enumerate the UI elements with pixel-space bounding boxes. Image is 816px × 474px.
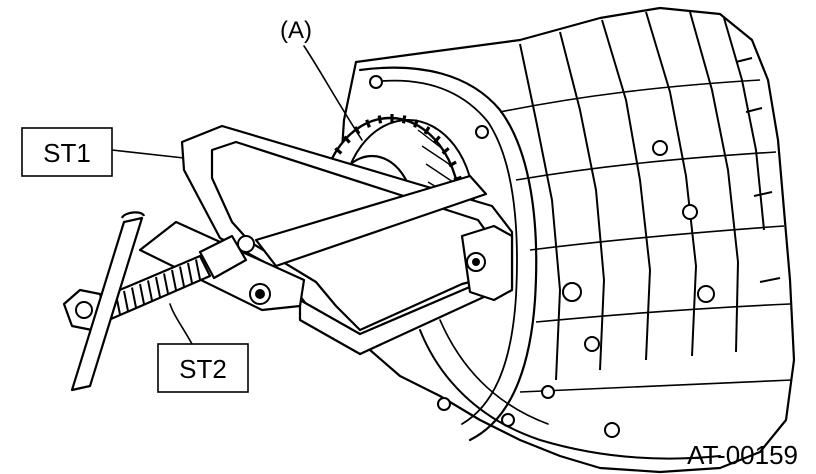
- transmission-case: [338, 6, 796, 474]
- gear-tooth: [365, 119, 371, 128]
- gear-tooth: [441, 147, 450, 155]
- puller-frame-st1: [180, 124, 514, 356]
- screw-thread: [171, 269, 177, 291]
- screw-thread: [163, 273, 169, 294]
- label-st2: ST2: [179, 354, 227, 384]
- label-st1: ST1: [43, 138, 91, 168]
- gear-tooth: [343, 135, 351, 144]
- screw-thread: [179, 266, 185, 287]
- gear-tooth: [334, 147, 343, 155]
- gear-tooth: [413, 119, 419, 128]
- puller-screw-st2: [62, 211, 306, 392]
- gear-tooth: [433, 135, 441, 144]
- screw-thread: [147, 280, 153, 301]
- gear-tooth: [423, 126, 431, 135]
- gear-tooth: [353, 126, 361, 135]
- screw-thread: [131, 287, 137, 308]
- screw-thread: [123, 290, 129, 312]
- screw-thread: [155, 276, 161, 298]
- callout-a: (A): [280, 17, 363, 141]
- label-part-a: (A): [280, 17, 312, 44]
- screw-thread: [187, 262, 193, 284]
- gear-tooth: [401, 115, 407, 124]
- callout-st2: ST2: [157, 303, 249, 393]
- callout-st1: ST1: [21, 127, 185, 177]
- figure-id: AT-00159: [687, 440, 798, 470]
- screw-thread: [195, 259, 201, 280]
- gear-tooth: [377, 115, 383, 124]
- screw-thread: [139, 283, 145, 305]
